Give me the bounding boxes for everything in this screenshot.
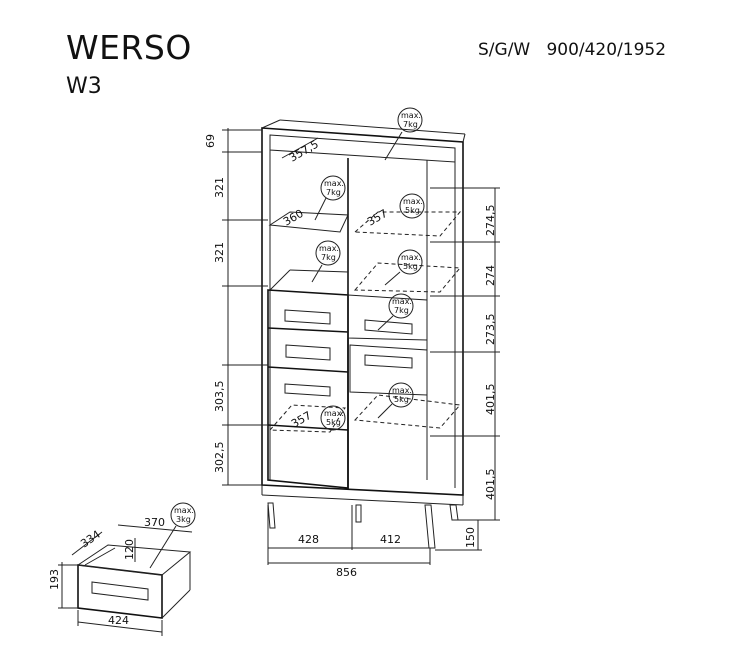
model-code: W3: [66, 74, 102, 99]
dim-right-401-5a: 401,5: [484, 384, 497, 416]
svg-text:5kg: 5kg: [394, 395, 409, 404]
dim-bottom-428: 428: [298, 533, 319, 546]
load-badges: max. 7kg max. 7kg max. 5kg max. 7kg max.…: [149, 107, 425, 569]
badge-mid-right-5kg: max. 5kg: [384, 249, 423, 286]
dim-right-274: 274: [484, 265, 497, 286]
svg-text:7kg: 7kg: [394, 306, 409, 315]
dim-left-321b: 321: [213, 242, 226, 263]
product-title: WERSO: [66, 28, 192, 67]
badge-mid-left-7kg: max. 7kg: [311, 240, 341, 283]
dim-left-69: 69: [204, 134, 217, 148]
drawer-detail: 334 370 120 193 424: [48, 516, 193, 636]
badge-drawer-3kg: max. 3kg: [149, 502, 196, 569]
badge-lower-left-5kg: max. 5kg: [320, 405, 346, 431]
dim-depth-357-5: 357,5: [287, 138, 321, 165]
dim-bottom-856: 856: [336, 566, 357, 579]
dim-right-274-5: 274,5: [484, 205, 497, 237]
svg-text:max.: max.: [324, 179, 344, 188]
svg-text:max.: max.: [324, 409, 344, 418]
badge-lower-right-5kg: max. 5kg: [377, 382, 414, 419]
svg-text:3kg: 3kg: [176, 515, 191, 524]
badge-top-7kg: max. 7kg: [384, 107, 423, 161]
svg-text:max.: max.: [174, 506, 194, 515]
svg-text:5kg: 5kg: [405, 206, 420, 215]
svg-text:max.: max.: [392, 386, 412, 395]
svg-text:max.: max.: [401, 111, 421, 120]
svg-text:5kg: 5kg: [403, 262, 418, 271]
svg-text:max.: max.: [392, 297, 412, 306]
svg-text:max.: max.: [401, 253, 421, 262]
bottom-dimension-lines: 428 412 856: [267, 505, 431, 579]
svg-text:7kg: 7kg: [326, 188, 341, 197]
svg-text:7kg: 7kg: [321, 253, 336, 262]
dim-right-401-5b: 401,5: [484, 469, 497, 501]
left-dimension-line: 69 321 321 303,5 302,5: [204, 128, 268, 486]
svg-text:max.: max.: [403, 197, 423, 206]
badge-right-7kg: max. 7kg: [377, 293, 414, 331]
cabinet-body: [261, 119, 466, 549]
badge-shelf-right-5kg-a: max. 5kg: [399, 193, 425, 219]
dim-bottom-412: 412: [380, 533, 401, 546]
dim-left-321a: 321: [213, 177, 226, 198]
overall-dimensions: S/G/W 900/420/1952: [478, 40, 667, 60]
drawer-width-top: 370: [144, 516, 165, 529]
dim-leg-height: 150: [464, 527, 477, 548]
dim-left-303-5: 303,5: [213, 381, 226, 413]
right-dimension-line: 274,5 274 273,5 401,5 401,5 150: [430, 187, 500, 551]
drawer-height-inner: 120: [123, 539, 136, 560]
svg-text:max.: max.: [319, 244, 339, 253]
dim-left-302-5: 302,5: [213, 442, 226, 474]
svg-text:7kg: 7kg: [403, 120, 418, 129]
dim-right-273-5: 273,5: [484, 314, 497, 346]
badge-shelf-left-7kg: max. 7kg: [314, 175, 346, 221]
svg-text:5kg: 5kg: [326, 418, 341, 427]
drawer-height: 193: [48, 569, 61, 590]
dim-depth-357a: 357: [365, 207, 390, 229]
dim-depth-360: 360: [281, 207, 306, 229]
drawer-width-bottom: 424: [108, 614, 129, 627]
